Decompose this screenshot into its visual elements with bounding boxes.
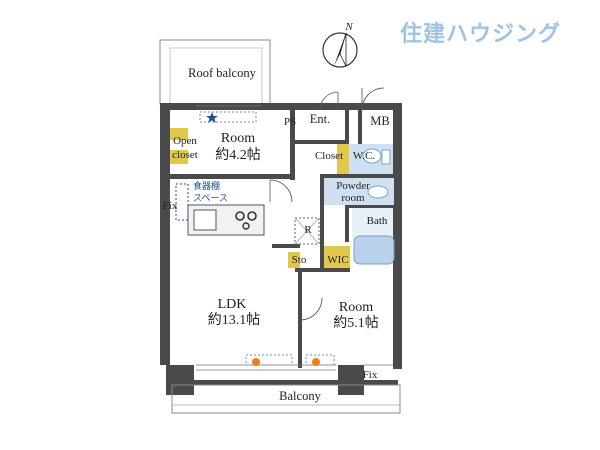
star-icon bbox=[206, 112, 218, 123]
aircon-units bbox=[199, 111, 335, 366]
balcony-outline bbox=[171, 384, 401, 414]
powder-room-label-1: Powder bbox=[336, 180, 370, 192]
shelf-space-label-1: 食器棚 bbox=[193, 182, 221, 192]
mb-label: MB bbox=[370, 114, 390, 128]
shelf-space bbox=[175, 183, 189, 221]
wc-label: W.C. bbox=[352, 150, 376, 162]
ps-label: PS bbox=[283, 116, 297, 128]
kitchen-counter bbox=[187, 204, 265, 236]
entrance-label: Ent. bbox=[309, 112, 331, 126]
powder-room-label-2: room bbox=[341, 192, 365, 204]
balcony-label: Balcony bbox=[279, 389, 321, 403]
aircon-dot-ldk bbox=[252, 358, 260, 366]
room2-name: Room bbox=[338, 300, 374, 315]
north-arrow-icon bbox=[322, 32, 358, 68]
closet-label: Closet bbox=[314, 150, 344, 162]
room1-size: 約4.2帖 bbox=[215, 148, 261, 163]
fix-window-right-label: Fix bbox=[362, 369, 378, 381]
compass-label: N bbox=[345, 21, 353, 33]
storage-label: Sto bbox=[291, 254, 307, 266]
open-closet-label-2: closet bbox=[172, 149, 198, 161]
interior-walls bbox=[168, 110, 394, 368]
aircon-dot-room2 bbox=[312, 358, 320, 366]
fix-window-left-label: Fix bbox=[162, 200, 178, 212]
ldk-name: LDK bbox=[217, 297, 247, 312]
outer-walls bbox=[160, 103, 402, 395]
fridge-space bbox=[294, 217, 320, 245]
room2-size: 約5.1帖 bbox=[333, 316, 379, 331]
open-closet-label-1: Open bbox=[173, 135, 197, 147]
fridge-label: R bbox=[304, 224, 312, 236]
room1-name: Room bbox=[220, 131, 256, 146]
shelf-space-label-2: スペース bbox=[193, 194, 228, 204]
ldk-size: 約13.1帖 bbox=[207, 313, 261, 328]
wet-areas bbox=[324, 144, 395, 265]
storage-areas bbox=[170, 128, 350, 268]
bath-label: Bath bbox=[366, 215, 388, 227]
roof-balcony-label: Roof balcony bbox=[188, 66, 256, 80]
brand-logo: 住建ハウジング bbox=[400, 22, 562, 47]
doors bbox=[269, 87, 385, 321]
wic-label: WIC bbox=[327, 254, 349, 266]
